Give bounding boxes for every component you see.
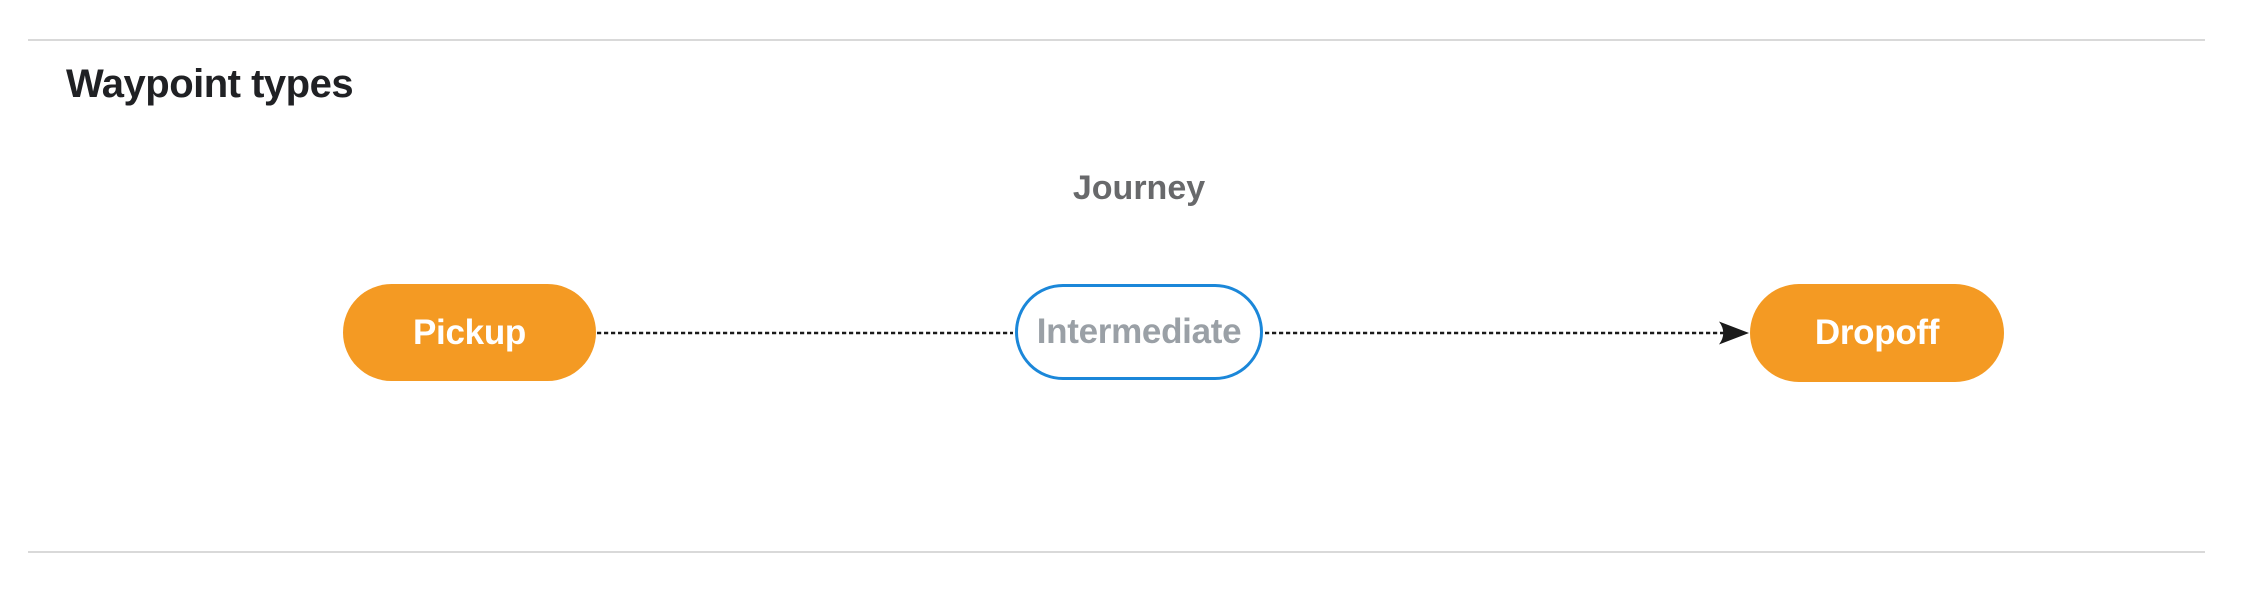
node-intermediate: Intermediate — [1015, 284, 1263, 380]
node-dropoff: Dropoff — [1750, 284, 2004, 382]
arrowhead-icon — [1719, 321, 1749, 345]
top-divider — [28, 39, 2205, 41]
node-pickup: Pickup — [343, 284, 596, 381]
journey-group-label: Journey — [1072, 169, 1206, 207]
section-heading: Waypoint types — [66, 62, 354, 106]
bottom-divider — [28, 551, 2205, 553]
